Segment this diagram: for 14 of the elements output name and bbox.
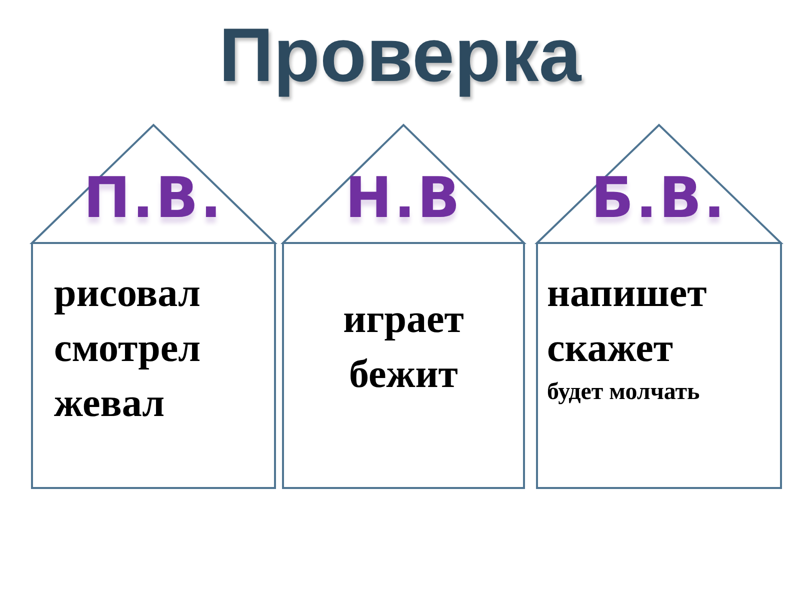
verb-form: смотрел — [54, 324, 201, 372]
verb-form: напишет — [547, 269, 707, 317]
house-heading: Б.В. — [591, 171, 727, 227]
house-shape — [32, 125, 275, 489]
house-heading: Н.В — [345, 171, 462, 227]
verb-form: играет — [343, 295, 464, 343]
verb-form: будет молчать — [547, 378, 700, 407]
verb-form: рисовал — [54, 269, 200, 317]
verb-form: бежит — [349, 350, 458, 398]
house-shape — [537, 125, 781, 489]
house-shape — [283, 125, 524, 489]
verb-form: скажет — [547, 324, 674, 372]
house-heading: П.В. — [83, 171, 224, 227]
verb-form: жевал — [54, 379, 165, 427]
